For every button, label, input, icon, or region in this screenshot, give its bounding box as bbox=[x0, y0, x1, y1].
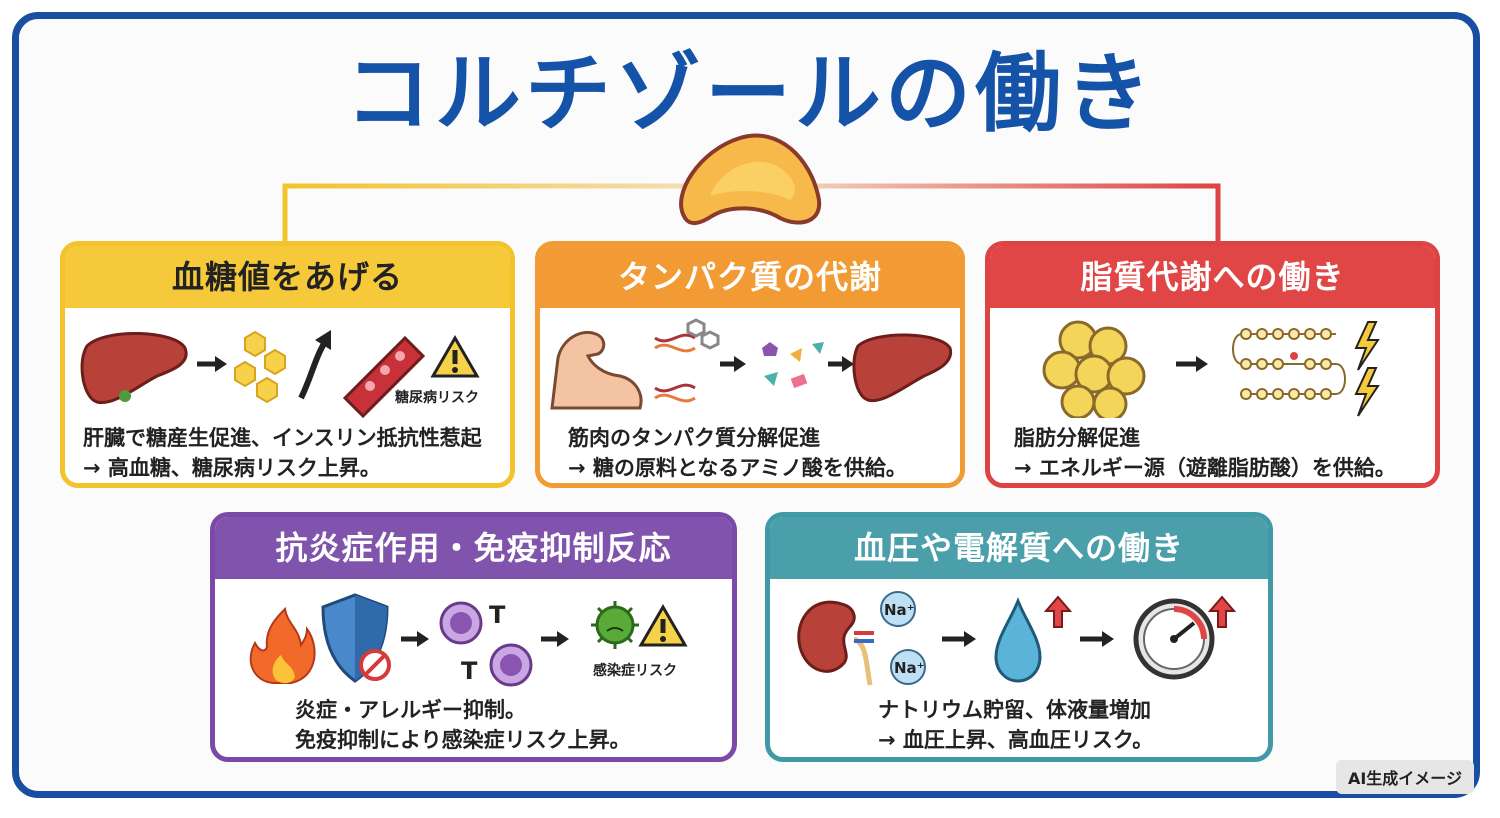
card-protein: タンパク質の代謝 筋肉のタンパク質分解促進 bbox=[535, 241, 965, 488]
card-immune-desc: 炎症・アレルギー抑制。 免疫抑制により感染症リスク上昇。 bbox=[295, 695, 631, 755]
water-drop-icon bbox=[994, 596, 1042, 683]
fatty-acid-chain-icon bbox=[1232, 328, 1346, 400]
adrenal-gland-icon bbox=[679, 133, 822, 225]
arrow-right-icon bbox=[1080, 631, 1114, 647]
card-glucose: 血糖値をあげる 糖尿病リスク 肝臓で糖産生促進、インスリン抵抗性 bbox=[60, 241, 515, 488]
card-protein-line-1: 筋肉のタンパク質分解促進 bbox=[568, 426, 820, 450]
card-glucose-line-2: → 高血糖、糖尿病リスク上昇。 bbox=[83, 456, 381, 480]
fat-cells-icon bbox=[1042, 320, 1146, 418]
lightning-icon bbox=[1354, 321, 1380, 417]
warning-icon bbox=[638, 604, 688, 647]
t-cell-label-2: T bbox=[461, 657, 478, 685]
immune-risk-label: 感染症リスク bbox=[593, 662, 677, 679]
pressure-gauge-icon bbox=[1133, 598, 1215, 680]
arrow-right-icon bbox=[401, 631, 429, 647]
t-cell-label-1: T bbox=[489, 601, 506, 629]
arrow-right-icon bbox=[828, 356, 854, 372]
card-pressure-line-2: → 血圧上昇、高血圧リスク。 bbox=[878, 728, 1154, 752]
card-protein-icons bbox=[550, 318, 953, 410]
card-pressure: 血圧や電解質への働き Na⁺ Na⁺ bbox=[765, 512, 1273, 762]
card-lipid-title: 脂質代謝への働き bbox=[990, 246, 1435, 308]
arrow-up-icon bbox=[298, 330, 331, 400]
dna-helix-icon bbox=[654, 318, 720, 403]
t-cell-icon: T T bbox=[439, 601, 533, 687]
kidney-icon bbox=[797, 600, 874, 686]
blood-vessel-icon bbox=[342, 335, 426, 418]
arrow-right-icon bbox=[942, 631, 976, 647]
arrow-right-icon bbox=[720, 356, 746, 372]
sodium-label-2: Na⁺ bbox=[894, 659, 925, 677]
card-glucose-title: 血糖値をあげる bbox=[65, 246, 510, 308]
card-lipid-line-1: 脂肪分解促進 bbox=[1014, 426, 1140, 450]
card-immune-title: 抗炎症作用・免疫抑制反応 bbox=[215, 517, 732, 579]
card-lipid-desc: 脂肪分解促進 → エネルギー源（遊離脂肪酸）を供給。 bbox=[1014, 423, 1396, 483]
card-lipid: 脂質代謝への働き 脂肪分解促進 → エネルギー源（遊離脂肪酸）を供給。 bbox=[985, 241, 1440, 488]
card-glucose-line-1: 肝臓で糖産生促進、インスリン抵抗性惹起 bbox=[83, 426, 482, 450]
prohibited-icon bbox=[359, 649, 391, 681]
fire-icon bbox=[249, 606, 316, 684]
arrow-right-icon bbox=[197, 356, 227, 372]
glucose-risk-label: 糖尿病リスク bbox=[395, 389, 479, 406]
card-protein-title: タンパク質の代謝 bbox=[540, 246, 960, 308]
card-glucose-desc: 肝臓で糖産生促進、インスリン抵抗性惹起 → 高血糖、糖尿病リスク上昇。 bbox=[83, 423, 482, 483]
card-immune-icons: T T 感染症リスク bbox=[249, 593, 688, 687]
card-protein-line-2: → 糖の原料となるアミノ酸を供給。 bbox=[568, 456, 907, 480]
page-title: コルチゾールの働き bbox=[345, 44, 1155, 144]
card-pressure-title: 血圧や電解質への働き bbox=[770, 517, 1268, 579]
card-protein-desc: 筋肉のタンパク質分解促進 → 糖の原料となるアミノ酸を供給。 bbox=[568, 423, 907, 483]
card-immune-line-2: 免疫抑制により感染症リスク上昇。 bbox=[295, 728, 631, 752]
liver-icon bbox=[80, 331, 188, 405]
card-immune-line-1: 炎症・アレルギー抑制。 bbox=[295, 698, 526, 722]
card-pressure-desc: ナトリウム貯留、体液量増加 → 血圧上昇、高血圧リスク。 bbox=[878, 695, 1153, 755]
arrow-right-icon bbox=[1176, 356, 1208, 372]
liver-icon bbox=[852, 333, 953, 403]
card-immune: 抗炎症作用・免疫抑制反応 T T bbox=[210, 512, 737, 762]
arrow-up-icon bbox=[1043, 595, 1073, 628]
muscle-arm-icon bbox=[550, 331, 643, 410]
arrow-up-icon bbox=[1207, 595, 1237, 628]
card-pressure-icons: Na⁺ Na⁺ bbox=[797, 591, 1237, 686]
virus-icon bbox=[591, 601, 639, 649]
card-glucose-icons: 糖尿病リスク bbox=[80, 330, 480, 418]
sodium-label-1: Na⁺ bbox=[884, 601, 915, 619]
arrow-right-icon bbox=[541, 631, 569, 647]
card-lipid-icons bbox=[1042, 320, 1380, 418]
ai-generated-badge: AI生成イメージ bbox=[1335, 760, 1474, 794]
glucose-hexagon-icon bbox=[234, 330, 286, 404]
card-lipid-line-2: → エネルギー源（遊離脂肪酸）を供給。 bbox=[1014, 456, 1396, 480]
warning-icon bbox=[430, 335, 480, 378]
amino-acid-shapes-icon bbox=[762, 342, 824, 389]
sodium-ion-icon: Na⁺ Na⁺ bbox=[880, 591, 926, 685]
card-pressure-line-1: ナトリウム貯留、体液量増加 bbox=[878, 698, 1151, 722]
